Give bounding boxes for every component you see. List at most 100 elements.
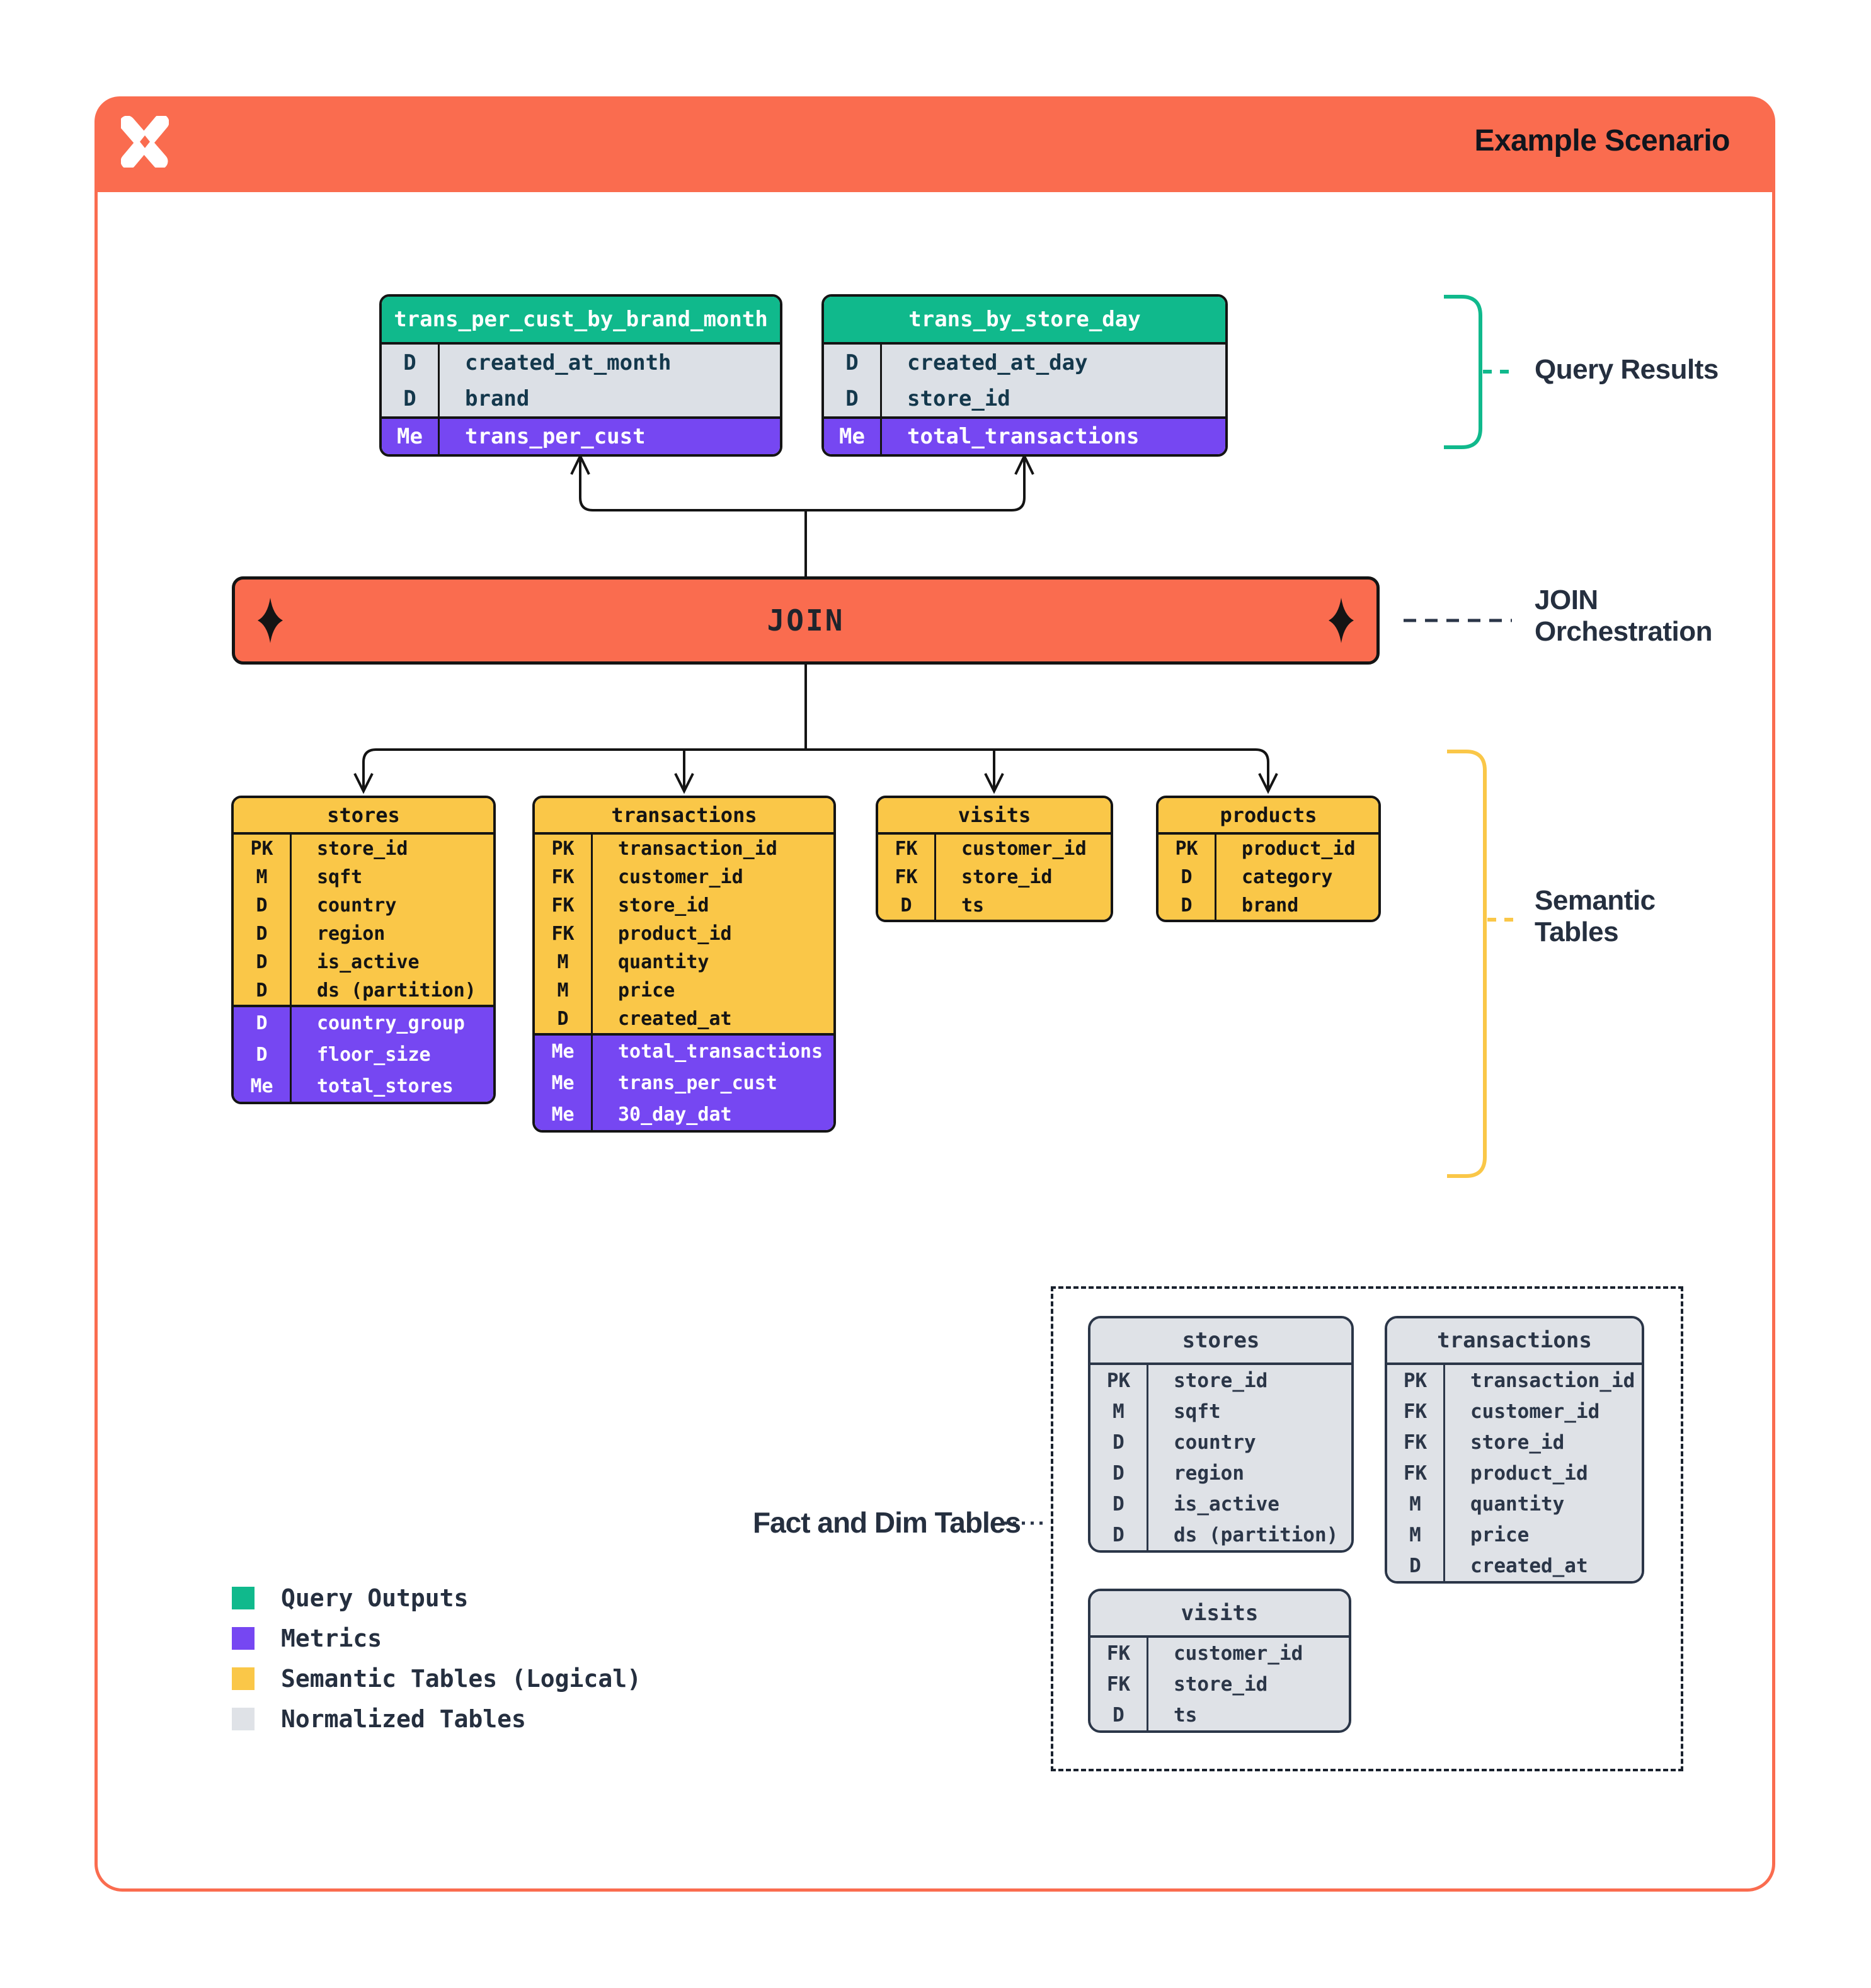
legend-label: Normalized Tables [281,1705,526,1733]
row-key-badge: D [878,891,936,920]
table-title: trans_by_store_day [824,297,1225,345]
row-field-name: quantity [1470,1492,1565,1516]
row-field-name: customer_id [618,866,743,888]
row-field-name: floor_size [317,1043,431,1066]
row-field-name: ds (partition) [1174,1523,1339,1546]
row-field-name: brand [1242,894,1299,917]
table-row: FK product_id [535,920,833,948]
arrowhead-down-icon [1258,773,1278,794]
row-key-badge: D [234,1039,292,1070]
row-field-name: store_id [961,866,1053,888]
row-field-name: created_at [618,1008,732,1030]
table-title: trans_per_cust_by_brand_month [382,297,780,345]
row-key-badge: FK [1387,1396,1445,1427]
row-field-name: created_at [1470,1554,1588,1577]
legend-label: Metrics [281,1625,382,1652]
join-up-branch-line [579,459,1026,511]
row-key-badge: D [234,891,292,920]
dremio-x-logo [121,116,169,168]
row-key-badge: FK [535,863,593,891]
row-field-name: ts [961,894,985,917]
row-field-name: sqft [317,866,363,888]
row-field-name: customer_id [961,838,1087,860]
sparkle-diamond-icon [258,598,283,643]
row-key-badge: D [234,976,292,1005]
row-key-badge: FK [535,920,593,948]
row-field-name: store_id [1470,1431,1565,1454]
table-row: FK store_id [1387,1427,1642,1458]
semantic-tables-label-line2: Tables [1535,917,1619,948]
row-field-name: price [1470,1523,1530,1546]
row-field-name: store_id [317,838,408,860]
join-orchestration-label-line1: JOIN [1535,585,1598,615]
row-field-name: product_id [618,923,732,945]
table-title: visits [878,798,1111,835]
row-key-badge: FK [1387,1427,1445,1458]
arrowhead-up-icon [570,453,590,475]
table-title: stores [1090,1318,1351,1365]
arrowhead-up-icon [1014,453,1034,475]
arrowhead-down-icon [674,773,694,794]
row-key-badge: Me [824,419,882,454]
legend-label: Query Outputs [281,1584,469,1612]
semantic-tables-label-line1: Semantic [1535,885,1656,916]
row-field-name: product_id [1242,838,1356,860]
row-key-badge: D [1090,1488,1148,1519]
row-key-badge: D [1090,1519,1148,1550]
row-field-name: transaction_id [1470,1369,1635,1392]
row-key-badge: D [824,380,882,416]
row-key-badge: D [535,1005,593,1033]
legend: Query Outputs Metrics Semantic Tables (L… [232,1578,641,1739]
page-title: Example Scenario [1474,124,1730,157]
row-key-badge: FK [1090,1638,1148,1669]
row-key-badge: PK [1090,1365,1148,1396]
row-key-badge: D [382,345,440,380]
row-field-name: created_at_month [465,350,672,375]
row-field-name: store_id [1174,1672,1268,1696]
row-key-badge: Me [535,1099,593,1130]
fact-dim-tables-box [1051,1286,1683,1771]
row-field-name: category [1242,866,1333,888]
table-title: visits [1090,1591,1349,1638]
join-label: JOIN [767,603,845,637]
table-row: FK customer_id [535,863,833,891]
row-key-badge: D [824,345,882,380]
row-field-name: quantity [618,951,709,973]
row-key-badge: FK [1090,1669,1148,1700]
row-field-name: region [1174,1461,1244,1485]
row-key-badge: M [535,976,593,1005]
row-field-name: product_id [1470,1461,1588,1485]
